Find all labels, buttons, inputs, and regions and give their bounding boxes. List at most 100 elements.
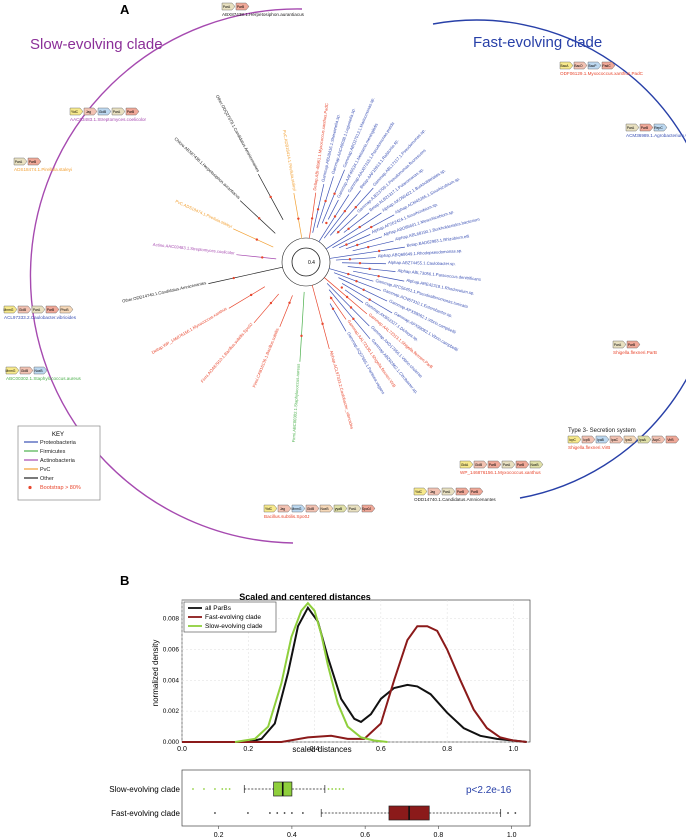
tree-branch	[308, 192, 317, 239]
bootstrap-dot	[269, 301, 273, 305]
operon-gene	[111, 107, 126, 116]
operon-caption: ABC00302.1.Staphylococcus.aureus	[6, 376, 82, 381]
box-outlier	[269, 812, 271, 814]
operon-gene-label: BacP	[589, 64, 598, 68]
operon-gene-label: ParA	[443, 490, 451, 494]
box-x-tick-label: 0.8	[434, 832, 444, 839]
operon-gene	[59, 305, 74, 314]
box-outlier	[342, 788, 345, 790]
bootstrap-dot	[355, 280, 358, 283]
y-tick-label: 0.008	[163, 616, 180, 623]
operon-gene-label: MnmG	[292, 507, 302, 511]
tree-root-ring	[291, 247, 321, 277]
key-title: KEY	[52, 432, 64, 438]
operon-gene	[31, 305, 46, 314]
operon-gene-label: Jag	[430, 490, 435, 494]
operon-gene-label: ParB	[628, 343, 636, 347]
operon-gene-label: BacO	[574, 64, 583, 68]
operon-gene-label: GidB	[307, 507, 315, 511]
bootstrap-dot	[324, 199, 327, 203]
tree-branch	[326, 283, 370, 327]
operon-gene-label: ParA	[614, 343, 622, 347]
key-label: Proteobacteria	[40, 440, 77, 446]
box-outlier	[203, 788, 205, 790]
bootstrap-dot	[356, 243, 359, 247]
operon-gene	[469, 487, 484, 496]
operon-gene	[45, 305, 60, 314]
operon-gene-label: ParA	[349, 507, 357, 511]
operon-gene-label: NoxB	[530, 463, 539, 467]
operon-gene	[277, 504, 292, 513]
operon-caption: Shigella.flexneri.ParB	[613, 350, 657, 355]
operon-caption: ABX87438.1.Herpetosiphon.aurantiacus	[222, 12, 305, 17]
operon-caption: AAC03483.1.Streptomyces.coelicolor	[70, 117, 147, 122]
operon-gene-label: ParA	[33, 308, 41, 312]
operon-gene	[459, 460, 474, 469]
operon-gene-label: Jag	[280, 507, 285, 511]
tree-branch	[329, 246, 405, 259]
tree-branch	[233, 228, 274, 248]
boxplot-frame	[181, 769, 531, 827]
operon-gene	[587, 61, 602, 70]
key-label: PvC	[40, 467, 50, 473]
box-outlier	[214, 788, 216, 790]
box-outlier	[192, 788, 194, 790]
operon-gene	[573, 61, 588, 70]
tree-leaf-label: PvC.ADS18474.1.Pirellula.staleyi	[175, 199, 233, 229]
operon-gene	[595, 435, 610, 444]
operon-gene	[609, 435, 624, 444]
tree-branch	[328, 268, 374, 282]
bootstrap-dot	[377, 249, 381, 253]
operon-gene	[427, 487, 442, 496]
operon-gene-label: ParB	[457, 490, 465, 494]
box-outlier	[327, 788, 330, 790]
box-outlier	[221, 788, 224, 790]
tree-leaf-label: Other.ODQ27678.1.Candidatus.Aminicenante…	[215, 94, 261, 173]
operon-gene-label: ParA	[627, 126, 635, 130]
operon-gene-label: RepC	[654, 126, 663, 130]
tree-branch	[341, 283, 393, 314]
operon-gene	[567, 435, 582, 444]
operon-gene	[637, 435, 652, 444]
tree-branch	[336, 214, 358, 234]
operon-gene-label: ParA	[503, 463, 511, 467]
x-tick-label: 0.8	[442, 746, 452, 753]
density-title: Scaled and centered distances	[239, 592, 371, 602]
bootstrap-dot	[249, 293, 253, 297]
operon-gene	[581, 435, 596, 444]
bootstrap-dot	[257, 217, 261, 220]
operon-gene-label: IpaD	[625, 438, 633, 442]
operon-gene-label: YidC	[71, 110, 79, 114]
operon-caption: WP_146876156.1.Myxococcus.xanthus	[460, 470, 541, 475]
tree-branch	[299, 291, 305, 362]
bootstrap-dot	[269, 195, 272, 199]
panel-b-label: B	[120, 573, 129, 588]
key-legend: KEY ProteobacteriaFirmicutesActinobacter…	[17, 425, 101, 501]
operon-gene	[83, 107, 98, 116]
operon-diagrams: ParA ParB ABX87438.1.Herpetosiphon.auranti…	[4, 2, 686, 519]
phylogenetic-tree: 0.4Deltap.ABI-40961.1.Myxococcus.xanthus…	[122, 94, 482, 442]
operon-caption: ADS18474.1.Pirellula.staleyi	[14, 167, 72, 172]
box-outlier	[247, 812, 249, 814]
box-outlier	[228, 788, 231, 790]
tree-branch	[323, 190, 361, 239]
bootstrap-dot	[377, 274, 380, 278]
operon-gene-label: ParA	[223, 5, 231, 9]
operon-gene	[263, 504, 278, 513]
bootstrap-dot	[331, 307, 335, 310]
tree-leaf-label: Firmi.CAB16136.1.Bacillus.subtilis	[251, 327, 280, 388]
operon-gene-label: ParA	[113, 110, 121, 114]
tree-branch	[344, 289, 364, 303]
box-outlier	[507, 812, 509, 814]
operon-caption: ODF06129.1.Myxococcus.xanthus.PadC	[560, 71, 644, 76]
operon-gene	[625, 123, 640, 132]
operon-gene-label: ParB	[489, 463, 497, 467]
operon-gene	[626, 340, 641, 349]
panel-a-label: A	[120, 2, 130, 17]
tree-branch	[239, 200, 276, 234]
tree-leaf-label: Firmi.ABC00302.1.Staphylococcus.aureus	[291, 364, 301, 443]
tree-branch	[352, 240, 394, 252]
tree-leaf-label: Alphap.ACL97333.2.Caulobacter_vibrioides	[329, 350, 355, 430]
bootstrap-dot	[333, 215, 337, 218]
